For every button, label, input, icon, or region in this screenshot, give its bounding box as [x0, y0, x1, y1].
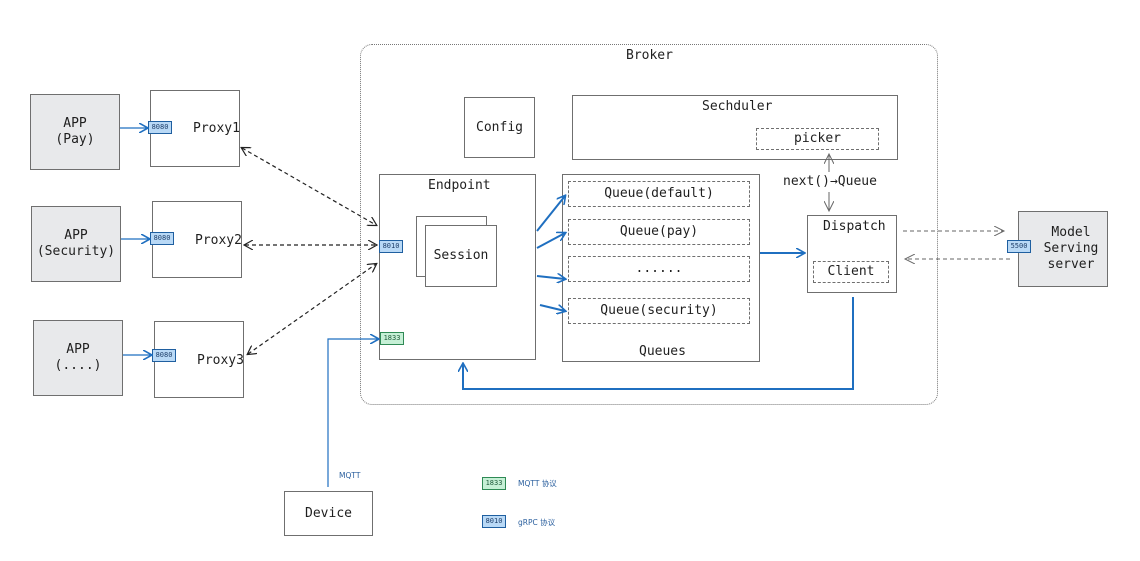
dispatch-to-endpoint-return-arrow — [463, 297, 854, 390]
endpoint-label: Endpoint — [428, 178, 491, 193]
endpoint-mqtt-badge: 1833 — [380, 332, 404, 345]
queues-label: Queues — [639, 344, 686, 359]
config-box: Config — [464, 97, 535, 158]
scheduler-label: Sechduler — [702, 99, 773, 114]
app-security: APP (Security) — [31, 206, 121, 282]
model-serving-server: Model Serving server — [1018, 211, 1108, 287]
client-box: Client — [813, 261, 889, 283]
app-pay-label: APP (Pay) — [55, 116, 95, 147]
proxy2-port-badge: 8080 — [150, 232, 174, 245]
endpoint-grpc-badge: 8010 — [379, 240, 403, 253]
app-pay: APP (Pay) — [30, 94, 120, 170]
queue-pay-label: Queue(pay) — [619, 224, 699, 239]
queue-ellipsis: ...... — [568, 256, 750, 282]
next-queue-label: next()→Queue — [783, 174, 877, 189]
proxy3-endpoint-link — [248, 264, 376, 354]
queue-security-label: Queue(security) — [600, 303, 718, 318]
endpoint-to-queue-ellipsis-arrow — [536, 276, 565, 279]
device-to-endpoint-mqtt-arrow — [327, 339, 378, 487]
app-other-label: APP (....) — [54, 342, 102, 373]
queue-default-label: Queue(default) — [604, 186, 714, 201]
endpoint-to-queue-default-arrow — [536, 196, 565, 232]
device-protocol-label: MQTT — [339, 471, 361, 480]
broker-label: Broker — [626, 48, 673, 63]
session-box: Session — [425, 225, 497, 287]
picker-label: picker — [794, 131, 841, 146]
device-box: Device — [284, 491, 373, 536]
picker-box: picker — [756, 128, 879, 150]
legend-mqtt-text: MQTT 协议 — [518, 479, 557, 488]
app-security-label: APP (Security) — [36, 228, 116, 259]
device-label: Device — [305, 505, 352, 521]
queue-default: Queue(default) — [568, 181, 750, 207]
proxy1-label: Proxy1 — [193, 121, 240, 136]
queue-security: Queue(security) — [568, 298, 750, 324]
endpoint-to-queue-security-arrow — [539, 304, 565, 311]
app-other: APP (....) — [33, 320, 123, 396]
model-serving-label: Model Serving server — [1043, 225, 1099, 272]
session-label: Session — [433, 248, 489, 263]
model-port-badge: 5500 — [1007, 240, 1031, 253]
legend-grpc-text: gRPC 协议 — [518, 518, 556, 527]
queue-ellipsis-label: ...... — [635, 261, 683, 276]
queue-pay: Queue(pay) — [568, 219, 750, 245]
endpoint-to-queue-pay-arrow — [536, 233, 565, 249]
proxy1-endpoint-link — [242, 148, 376, 225]
dispatch-label: Dispatch — [823, 219, 886, 234]
client-label: Client — [827, 264, 875, 279]
config-label: Config — [476, 119, 523, 135]
proxy3-label: Proxy3 — [197, 353, 244, 368]
legend-grpc-badge: 8010 — [482, 515, 506, 528]
proxy2-label: Proxy2 — [195, 233, 242, 248]
legend-mqtt-badge: 1833 — [482, 477, 506, 490]
